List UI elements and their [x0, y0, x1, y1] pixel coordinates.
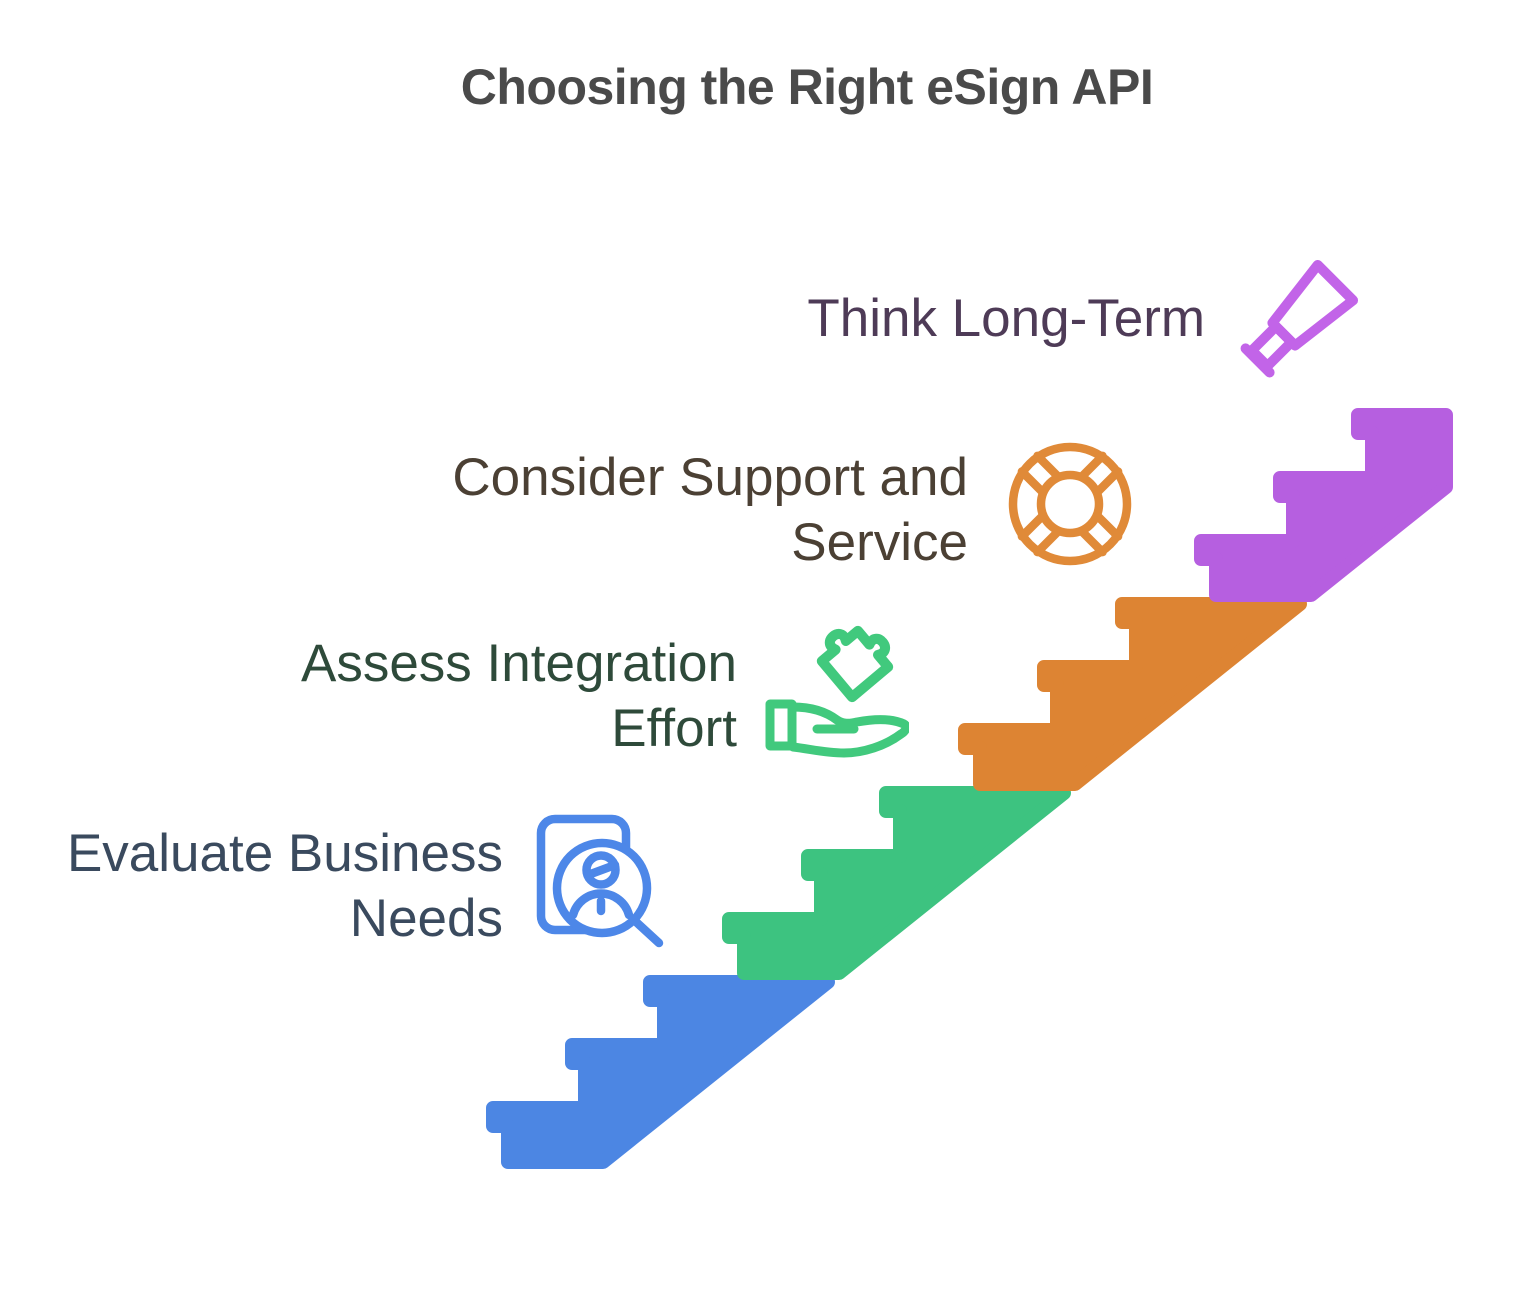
person-shoulders	[568, 889, 634, 920]
stair-segment-green	[722, 786, 1071, 980]
hand-puzzle-icon	[765, 625, 909, 758]
stair-step-1	[486, 975, 835, 1169]
telescope-icon-strokes	[1240, 259, 1359, 378]
label-line: Assess Integration	[300, 634, 737, 693]
spoke	[1017, 512, 1062, 557]
label-line: Evaluate Business	[66, 824, 503, 883]
step-label-consider-support-and-service: Consider Support and Service	[452, 445, 968, 575]
label-line: Consider Support and	[452, 448, 968, 507]
puzzle-piece	[816, 625, 894, 703]
stair-segment-orange	[958, 597, 1307, 791]
head-highlight	[583, 860, 620, 880]
label-line: Think Long-Term	[807, 289, 1205, 348]
step-label-assess-integration-effort: Assess Integration Effort	[301, 631, 737, 761]
hand-puzzle-icon-strokes	[765, 625, 909, 758]
cuff	[765, 699, 797, 751]
spoke	[1017, 451, 1062, 496]
stair-step-2	[722, 786, 1071, 980]
stair-segment-purple	[1194, 408, 1453, 602]
step-label-evaluate-business-needs: Evaluate Business Needs	[67, 821, 503, 951]
telescope-icon	[1240, 259, 1359, 378]
main-tube	[1267, 259, 1359, 351]
outer-ring	[1008, 442, 1132, 566]
spoke	[1078, 512, 1123, 557]
telescope-body	[1240, 259, 1359, 378]
magnifier-handle	[629, 915, 664, 948]
page-title: Choosing the Right eSign API	[460, 59, 1154, 115]
stair-segment-blue	[486, 975, 835, 1169]
label-line: Needs	[349, 889, 503, 948]
person-head	[582, 851, 620, 889]
label-line: Service	[791, 513, 968, 572]
label-line: Effort	[611, 699, 737, 758]
open-hand	[788, 702, 909, 758]
stair-step-4	[1194, 408, 1453, 602]
user-search-icon-strokes	[536, 814, 664, 948]
lifebuoy-icon	[1008, 442, 1132, 566]
step-label-think-long-term: Think Long-Term	[807, 286, 1205, 351]
spoke	[1078, 451, 1123, 496]
inner-ring	[1036, 470, 1104, 538]
lifebuoy-icon-strokes	[1008, 442, 1132, 566]
user-search-icon	[536, 814, 664, 948]
stair-step-3	[958, 597, 1307, 791]
